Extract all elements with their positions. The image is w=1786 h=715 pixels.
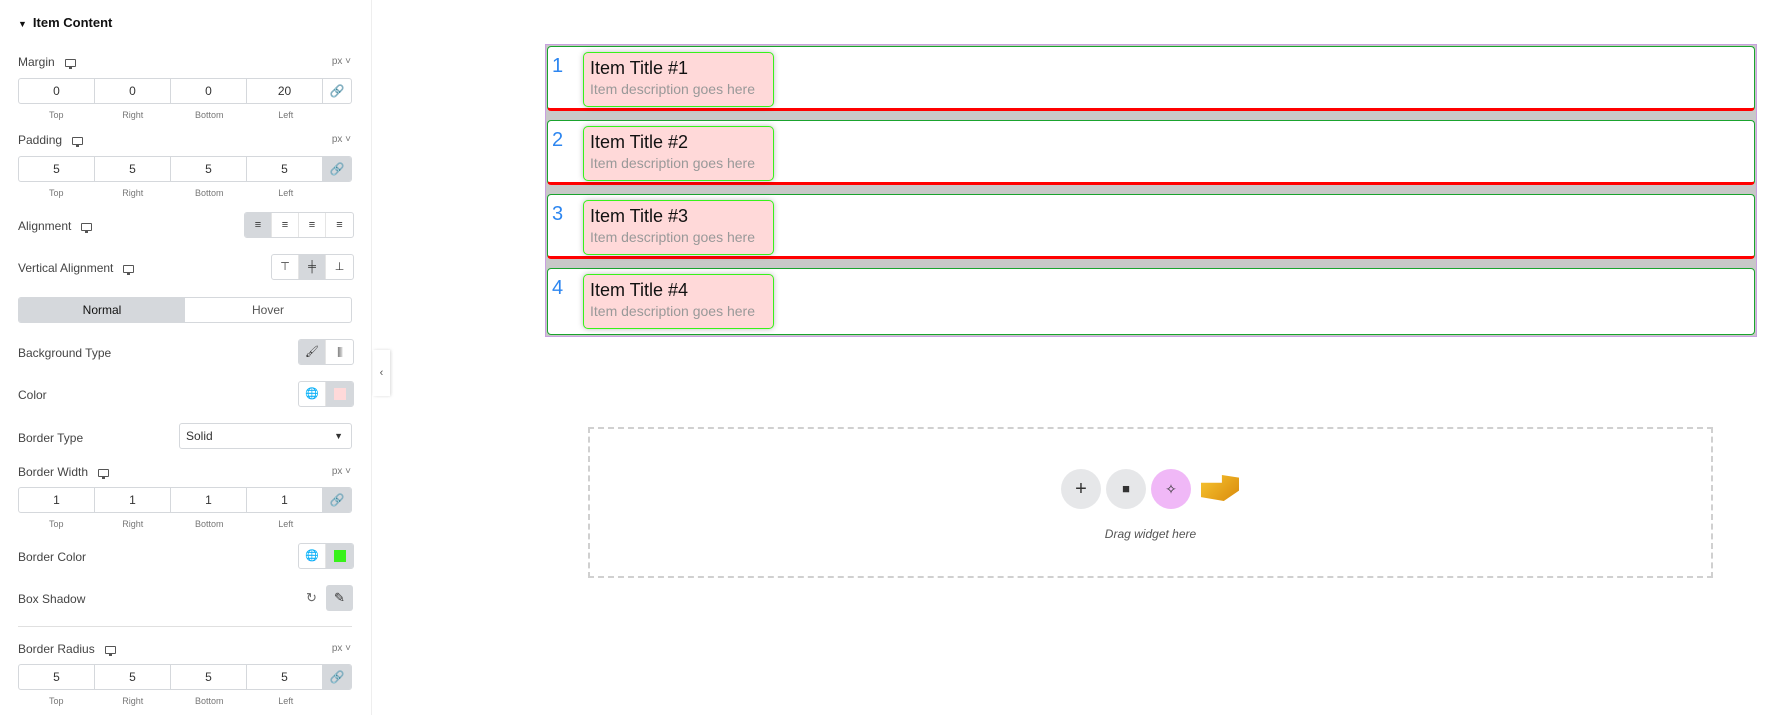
divider [18, 626, 352, 627]
add-widget-button[interactable]: + [1061, 469, 1101, 509]
margin-unit-select[interactable]: px ˅ [331, 56, 351, 67]
globe-icon[interactable]: 🌐 [299, 544, 326, 568]
vertical-alignment-buttons: ⊤ ╪ ⊥ [271, 254, 354, 280]
padding-left-input[interactable]: 5 [247, 157, 323, 181]
link-icon[interactable]: 🔗 [329, 84, 345, 98]
vertical-alignment-label: Vertical Alignment [18, 261, 135, 275]
reset-icon[interactable]: ↻ [306, 590, 317, 605]
border-width-unit-select[interactable]: px ˅ [331, 466, 351, 477]
align-center-icon[interactable]: ≡ [272, 213, 299, 237]
align-right-icon[interactable]: ≡ [299, 213, 326, 237]
border-color-swatch[interactable] [326, 544, 353, 568]
color-swatch[interactable] [326, 382, 353, 406]
link-icon[interactable]: 🔗 [323, 665, 351, 689]
border-type-select[interactable]: Solid▼ [179, 423, 352, 449]
edit-pencil-icon[interactable]: ✎ [326, 585, 353, 611]
state-tabs: Normal Hover [18, 297, 352, 323]
desktop-icon [72, 136, 84, 147]
border-width-inputs: 1 1 1 1 🔗 [18, 487, 352, 513]
align-middle-icon[interactable]: ╪ [299, 255, 326, 279]
link-icon[interactable]: 🔗 [323, 488, 351, 512]
align-bottom-icon[interactable]: ⊥ [334, 261, 345, 273]
desktop-icon [123, 264, 135, 275]
alignment-buttons: ≡ ≡ ≡ ≡ [244, 212, 354, 238]
desktop-icon [81, 222, 93, 233]
align-justify-icon[interactable]: ≡ [336, 219, 343, 231]
border-color-control: 🌐 [298, 543, 354, 569]
margin-right-input[interactable]: 0 [95, 79, 171, 103]
drag-widget-text: Drag widget here [1104, 527, 1197, 541]
tab-hover[interactable]: Hover [251, 303, 284, 317]
border-left-input[interactable]: 1 [247, 488, 323, 512]
padding-inputs: 5 5 5 5 🔗 [18, 156, 352, 182]
margin-top-input[interactable]: 0 [19, 79, 95, 103]
padding-unit-select[interactable]: px ˅ [331, 134, 351, 145]
radius-top-input[interactable]: 5 [19, 665, 95, 689]
border-right-input[interactable]: 1 [95, 488, 171, 512]
margin-label: Margin [18, 55, 76, 69]
margin-bottom-input[interactable]: 0 [171, 79, 247, 103]
border-radius-inputs: 5 5 5 5 🔗 [18, 664, 352, 690]
align-top-icon[interactable]: ⊤ [272, 255, 299, 279]
padding-bottom-input[interactable]: 5 [171, 157, 247, 181]
border-width-label: Border Width [18, 465, 110, 479]
padding-right-input[interactable]: 5 [95, 157, 171, 181]
globe-icon[interactable]: 🌐 [299, 382, 326, 406]
color-label: Color [18, 388, 47, 402]
border-radius-label: Border Radius [18, 642, 116, 656]
drop-zone[interactable]: + ■ ✧ Drag widget here [588, 427, 1713, 578]
margin-left-input[interactable]: 20 [247, 79, 323, 103]
padding-top-input[interactable]: 5 [19, 157, 95, 181]
border-top-input[interactable]: 1 [19, 488, 95, 512]
ai-sparkle-button[interactable]: ✧ [1151, 469, 1191, 509]
cube-logo-icon[interactable] [1201, 475, 1239, 501]
border-type-label: Border Type [18, 431, 84, 445]
caret-down-icon: ▼ [18, 19, 27, 29]
gradient-icon[interactable] [326, 340, 353, 364]
caret-down-icon: ▼ [334, 431, 343, 441]
align-left-icon[interactable]: ≡ [245, 213, 272, 237]
link-icon[interactable]: 🔗 [323, 157, 351, 181]
desktop-icon [104, 645, 116, 656]
brush-icon[interactable]: 🖌 [299, 340, 326, 364]
desktop-icon [98, 468, 110, 479]
radius-left-input[interactable]: 5 [247, 665, 323, 689]
settings-panel: ▼Item Content Margin px ˅ 0 0 0 20 🔗 Top… [0, 0, 372, 715]
border-color-label: Border Color [18, 550, 87, 564]
radius-right-input[interactable]: 5 [95, 665, 171, 689]
padding-label: Padding [18, 133, 84, 147]
alignment-label: Alignment [18, 219, 93, 233]
desktop-icon [64, 58, 76, 69]
background-type-buttons: 🖌 [298, 339, 354, 365]
collapse-panel-button[interactable]: ‹ [373, 350, 390, 396]
border-radius-unit-select[interactable]: px ˅ [331, 643, 351, 654]
section-header[interactable]: ▼Item Content [18, 15, 113, 30]
background-type-label: Background Type [18, 346, 112, 360]
tab-normal[interactable]: Normal [19, 298, 185, 322]
box-shadow-label: Box Shadow [18, 592, 86, 606]
radius-bottom-input[interactable]: 5 [171, 665, 247, 689]
margin-inputs: 0 0 0 20 🔗 [18, 78, 352, 104]
color-control: 🌐 [298, 381, 354, 407]
border-bottom-input[interactable]: 1 [171, 488, 247, 512]
template-folder-button[interactable]: ■ [1106, 469, 1146, 509]
